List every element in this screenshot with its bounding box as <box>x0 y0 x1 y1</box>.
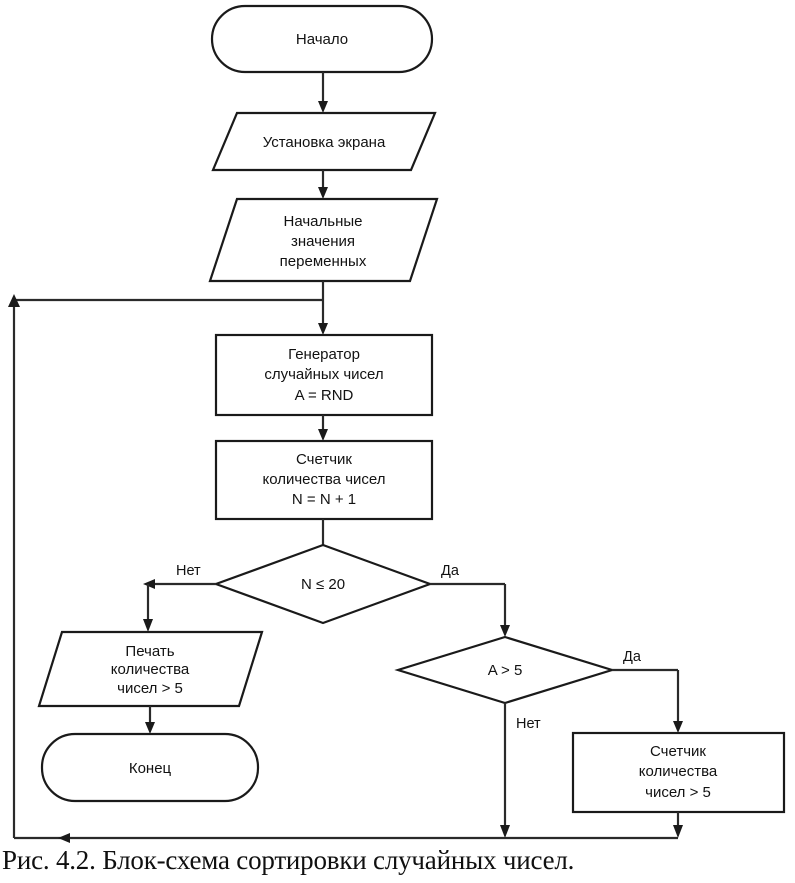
count-numbers-process-shape <box>214 439 434 521</box>
arrow-down-icon <box>673 825 683 838</box>
init-values-label-line-2: значения <box>291 233 355 250</box>
arrow-down-icon <box>318 101 328 113</box>
connector-screen-setup-to-init-values <box>318 170 328 199</box>
connector-loop-back <box>8 294 678 843</box>
arrow-left-icon <box>58 833 70 843</box>
random-generator-label-line-1: Генератор <box>288 346 360 363</box>
node-decision-n: N ≤ 20 <box>212 543 434 625</box>
connector-count-gt5-to-loop-back <box>673 812 683 838</box>
decision-n-yes-label: Да <box>441 563 460 579</box>
connector-random-generator-to-count-numbers <box>318 415 328 441</box>
node-decision-a: A > 5 <box>394 635 616 705</box>
count-numbers-label-line-1: Счетчик <box>296 451 352 468</box>
node-screen-setup: Установка экрана <box>211 111 437 172</box>
figure-caption: Рис. 4.2. Блок-схема сортировки случайны… <box>2 845 575 875</box>
flowchart-diagram: Начало Установка экрана Начальные значен… <box>8 4 786 843</box>
connector-decision-a-no: Нет <box>500 703 541 838</box>
end-terminator-shape <box>40 732 260 803</box>
screen-setup-parallelogram-shape <box>211 111 437 172</box>
connector-decision-a-yes: Да <box>612 649 683 733</box>
count-gt5-label-line-1: Счетчик <box>650 743 706 760</box>
init-values-label-line-1: Начальные <box>284 213 363 230</box>
decision-a-label: A > 5 <box>488 662 523 679</box>
random-generator-process-shape <box>214 333 434 417</box>
node-init-values: Начальные значения переменных <box>208 197 439 283</box>
connector-decision-n-no: Нет <box>143 563 216 632</box>
random-generator-label-line-3: A = RND <box>295 387 354 404</box>
arrow-down-icon <box>318 187 328 199</box>
connector-decision-n-yes: Да <box>430 563 510 637</box>
init-values-label-line-3: переменных <box>280 253 367 270</box>
arrow-down-icon <box>318 323 328 335</box>
start-label: Начало <box>296 31 348 48</box>
arrow-down-icon <box>145 722 155 734</box>
arrow-up-icon <box>8 294 20 307</box>
decision-a-no-label: Нет <box>516 716 541 732</box>
node-end: Конец <box>40 732 260 803</box>
arrow-down-icon <box>673 721 683 733</box>
decision-n-no-label: Нет <box>176 563 201 579</box>
node-random-generator: Генератор случайных чисел A = RND <box>214 333 434 417</box>
count-gt5-label-line-2: количества <box>639 763 718 780</box>
arrow-down-icon <box>500 625 510 637</box>
random-generator-label-line-2: случайных чисел <box>264 366 383 383</box>
connector-print-count-to-end <box>145 706 155 734</box>
connector-init-values-to-random-generator <box>318 281 328 335</box>
arrow-down-icon <box>143 619 153 632</box>
print-count-parallelogram-shape <box>37 630 264 708</box>
count-numbers-label-line-2: количества чисел <box>262 471 385 488</box>
end-label: Конец <box>129 760 172 777</box>
print-count-label-line-2: количества <box>111 661 190 678</box>
init-values-parallelogram-shape <box>208 197 439 283</box>
arrow-down-icon <box>500 825 510 838</box>
print-count-label-line-3: чисел > 5 <box>117 680 183 697</box>
count-numbers-label-line-3: N = N + 1 <box>292 491 356 508</box>
decision-a-yes-label: Да <box>623 649 642 665</box>
node-count-numbers: Счетчик количества чисел N = N + 1 <box>214 439 434 521</box>
screen-setup-label: Установка экрана <box>263 134 386 151</box>
node-count-gt5: Счетчик количества чисел > 5 <box>571 731 786 814</box>
arrow-down-icon <box>318 429 328 441</box>
decision-n-diamond-shape <box>212 543 434 625</box>
count-gt5-label-line-3: чисел > 5 <box>645 784 711 801</box>
count-gt5-process-shape <box>571 731 786 814</box>
print-count-label-line-1: Печать <box>125 643 174 660</box>
connector-start-to-screen-setup <box>318 72 328 113</box>
node-start: Начало <box>210 4 434 74</box>
decision-n-label: N ≤ 20 <box>301 576 345 593</box>
node-print-count: Печать количества чисел > 5 <box>37 630 264 708</box>
